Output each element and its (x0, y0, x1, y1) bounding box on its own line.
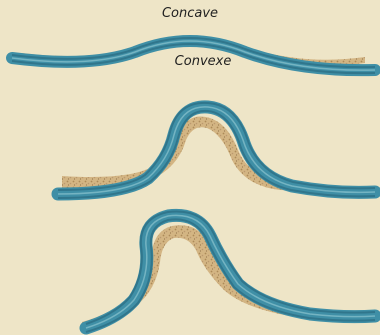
meander-stage-2 (58, 103, 375, 198)
sand-deposit-2 (62, 117, 372, 192)
convexe-label: Convexe (0, 54, 380, 69)
meander-stage-3 (82, 211, 375, 332)
concave-label: Concave (0, 6, 380, 21)
